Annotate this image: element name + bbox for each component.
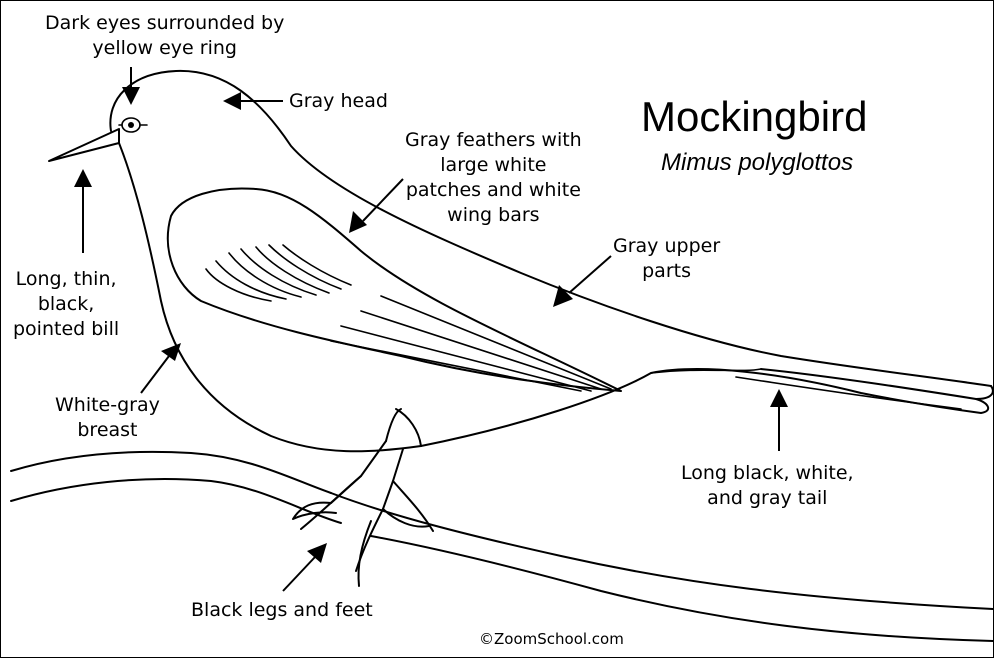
label-eyes: Dark eyes surrounded by yellow eye ring bbox=[45, 11, 284, 61]
label-head: Gray head bbox=[289, 89, 388, 114]
diagram-title: Mockingbird bbox=[641, 93, 867, 141]
breast-arrow bbox=[141, 343, 181, 393]
label-head-line-1: Gray head bbox=[289, 89, 388, 114]
scientific-name: Mimus polyglottos bbox=[661, 149, 853, 177]
upper-parts-arrow bbox=[553, 256, 611, 307]
label-tail-line-1: Long black, white, bbox=[681, 461, 854, 486]
label-bill: Long, thin, black, pointed bill bbox=[13, 267, 119, 342]
eyes-arrow bbox=[122, 67, 140, 105]
label-breast-line-2: breast bbox=[55, 418, 160, 443]
label-eyes-line-1: Dark eyes surrounded by bbox=[45, 11, 284, 36]
label-tail-line-2: and gray tail bbox=[681, 486, 854, 511]
label-feathers-line-2: large white bbox=[405, 153, 582, 178]
label-feathers-line-4: wing bars bbox=[405, 203, 582, 228]
label-breast-line-1: White-gray bbox=[55, 393, 160, 418]
bill-arrow bbox=[74, 169, 92, 253]
label-upper-parts-line-2: parts bbox=[613, 259, 720, 284]
head-arrow bbox=[223, 92, 283, 110]
label-legs: Black legs and feet bbox=[191, 598, 373, 623]
label-feathers-line-1: Gray feathers with bbox=[405, 128, 582, 153]
label-bill-line-3: pointed bill bbox=[13, 317, 119, 342]
label-bill-line-1: Long, thin, bbox=[13, 267, 119, 292]
label-upper-parts: Gray upper parts bbox=[613, 234, 720, 284]
label-breast: White-gray breast bbox=[55, 393, 160, 443]
label-tail: Long black, white, and gray tail bbox=[681, 461, 854, 511]
label-upper-parts-line-1: Gray upper bbox=[613, 234, 720, 259]
label-feathers: Gray feathers with large white patches a… bbox=[405, 128, 582, 228]
label-bill-line-2: black, bbox=[13, 292, 119, 317]
label-feathers-line-3: patches and white bbox=[405, 178, 582, 203]
legs-arrow bbox=[283, 543, 327, 591]
label-legs-line-1: Black legs and feet bbox=[191, 598, 373, 623]
tail-arrow bbox=[770, 389, 788, 451]
label-eyes-line-2: yellow eye ring bbox=[45, 36, 284, 61]
feathers-arrow bbox=[349, 179, 403, 233]
copyright-credit: ©ZoomSchool.com bbox=[479, 629, 624, 649]
